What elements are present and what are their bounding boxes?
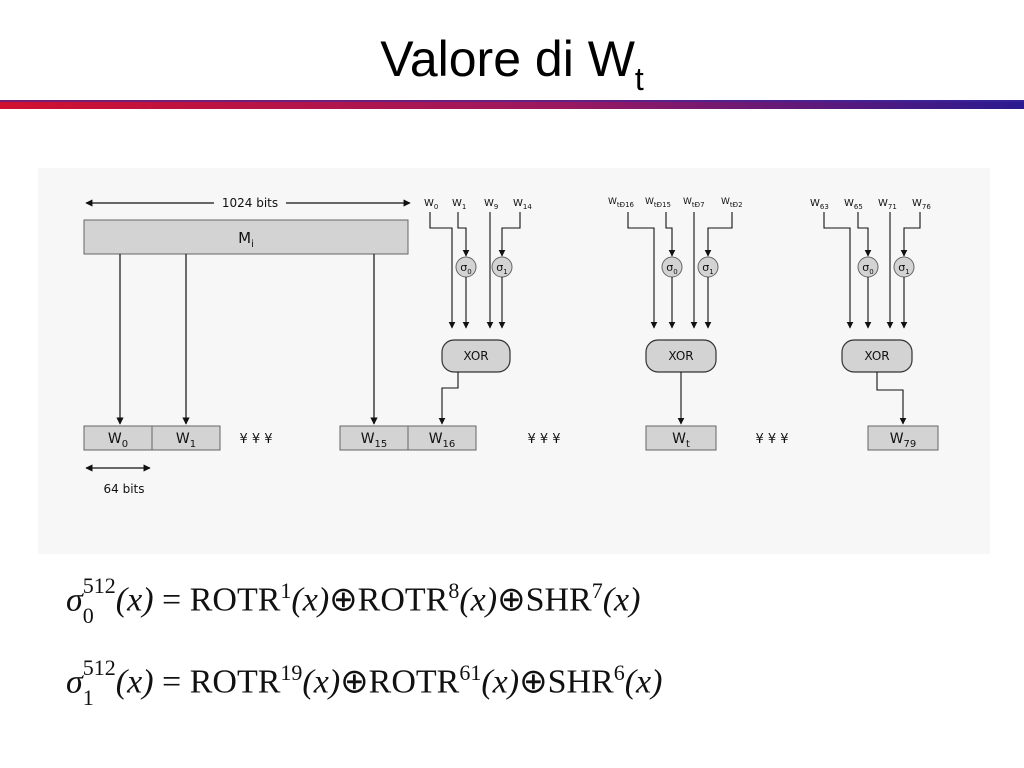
title-main-text: Valore di W (380, 31, 635, 87)
group1-input-w9: W9 (484, 198, 498, 211)
group3-input-w63: W63 (810, 198, 829, 211)
word-label-wt: Wt (672, 431, 690, 450)
message-schedule-diagram: 1024 bits Mi W0 W1 ¥ ¥ ¥ W15 W16 ¥ ¥ ¥ W… (38, 168, 990, 554)
ellipsis-3: ¥ ¥ ¥ (755, 432, 788, 447)
xor-node-1 (441, 339, 511, 373)
ellipsis-2: ¥ ¥ ¥ (527, 432, 560, 447)
width-label-1024: 1024 bits (222, 196, 278, 210)
group3-input-w65: W65 (844, 198, 863, 211)
slide-title: Valore di Wt (0, 30, 1024, 97)
word-box-w79 (867, 425, 939, 451)
word-box-wt (645, 425, 717, 451)
xor-label-1: XOR (463, 349, 488, 363)
word-label-w1: W1 (176, 431, 196, 450)
expansion-group-79: W63 W65 W71 W76 σ0 σ1 XOR (810, 198, 931, 425)
word-size-label: 64 bits (104, 482, 145, 496)
ellipsis-1: ¥ ¥ ¥ (239, 432, 272, 447)
word-box-w15 (339, 425, 409, 451)
word-label-w16: W16 (429, 431, 456, 450)
word-box-w1 (151, 425, 221, 451)
group3-input-w76: W76 (912, 198, 931, 211)
sigma1-node-79-label: σ1 (898, 261, 909, 276)
word-label-w0: W0 (108, 431, 128, 450)
sigma1-node-t-label: σ1 (702, 261, 713, 276)
formula-sigma0-symbol: σ (66, 581, 83, 619)
expansion-group-t: WtÐ16 WtÐ15 WtÐ7 WtÐ2 σ0 σ1 XOR (608, 197, 743, 425)
group1-input-w0: W0 (424, 198, 438, 211)
group2-input-t15: WtÐ15 (645, 197, 671, 209)
word-box-w16 (407, 425, 477, 451)
sigma1-node-label: σ1 (496, 261, 507, 276)
sigma0-node-label: σ0 (460, 261, 471, 276)
expansion-group-1: W0 W1 W9 W14 σ0 σ1 XOR (424, 198, 532, 425)
formula-sigma1-symbol: σ (66, 663, 83, 701)
title-divider (0, 100, 1024, 109)
title-subscript: t (634, 61, 644, 97)
xor-label-t: XOR (668, 349, 693, 363)
sigma0-node-t-label: σ0 (666, 261, 677, 276)
group1-input-w14: W14 (513, 198, 532, 211)
word-label-w15: W15 (361, 431, 388, 450)
message-block-label: Mi (238, 229, 254, 250)
group2-input-t16: WtÐ16 (608, 197, 635, 209)
word-label-w79: W79 (890, 431, 917, 450)
group2-input-t7: WtÐ7 (683, 197, 705, 209)
group2-input-t2: WtÐ2 (721, 197, 743, 209)
group3-input-w71: W71 (878, 198, 897, 211)
message-block (83, 219, 409, 255)
sigma0-node-79-label: σ0 (862, 261, 873, 276)
group1-input-w1: W1 (452, 198, 466, 211)
xor-label-79: XOR (864, 349, 889, 363)
